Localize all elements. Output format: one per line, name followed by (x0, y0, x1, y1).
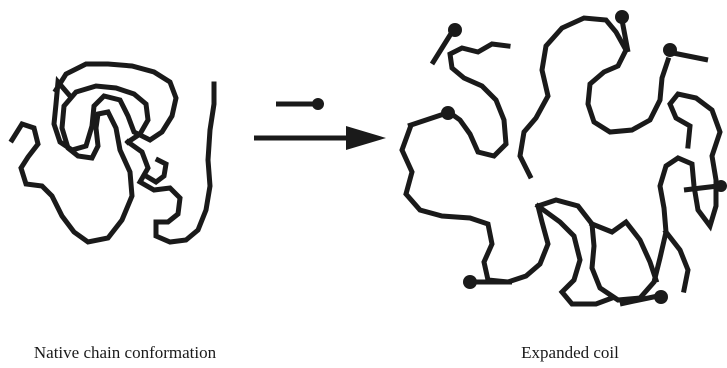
bound-reagent-bead (448, 23, 462, 37)
native-chain-left-tail (8, 83, 151, 245)
bound-reagent-bead (441, 106, 455, 120)
expanded-coil-strand-left (399, 91, 723, 303)
bound-reagent-bead (463, 275, 477, 289)
bound-reagent-6 (463, 275, 512, 289)
native-chain-inner-hook (142, 156, 169, 186)
expanded-coil-inner-branch (588, 218, 660, 284)
bound-reagent-3 (615, 10, 631, 53)
expanded-coil-central-loop (517, 15, 672, 180)
bound-reagent-7 (619, 290, 668, 307)
expanded-coil-strand-lower (534, 202, 616, 307)
reaction-arrow-head (346, 126, 386, 150)
bound-reagent-bead (615, 10, 629, 24)
expanded-coil-strand-upper (442, 41, 511, 159)
native-chain-right-strand (124, 81, 217, 245)
bound-reagent-2 (407, 106, 455, 129)
bound-reagent-5 (683, 180, 727, 193)
native-chain-label: Native chain conformation (33, 343, 217, 362)
native-chain (8, 61, 217, 245)
reaction-arrow-group (254, 98, 386, 150)
expanded-coil-label: Expanded coil (521, 343, 619, 362)
expanded-coil (399, 10, 727, 307)
bound-reagent-bead (663, 43, 677, 57)
reagent-bead (312, 98, 324, 110)
bound-reagent-bead (654, 290, 668, 304)
native-chain-outer-loop (51, 61, 179, 153)
expanded-coil-strand-right (662, 228, 691, 293)
bound-reagent-bead (715, 180, 727, 192)
bound-reagent-4 (663, 43, 709, 63)
bound-reagent-1 (429, 23, 462, 66)
